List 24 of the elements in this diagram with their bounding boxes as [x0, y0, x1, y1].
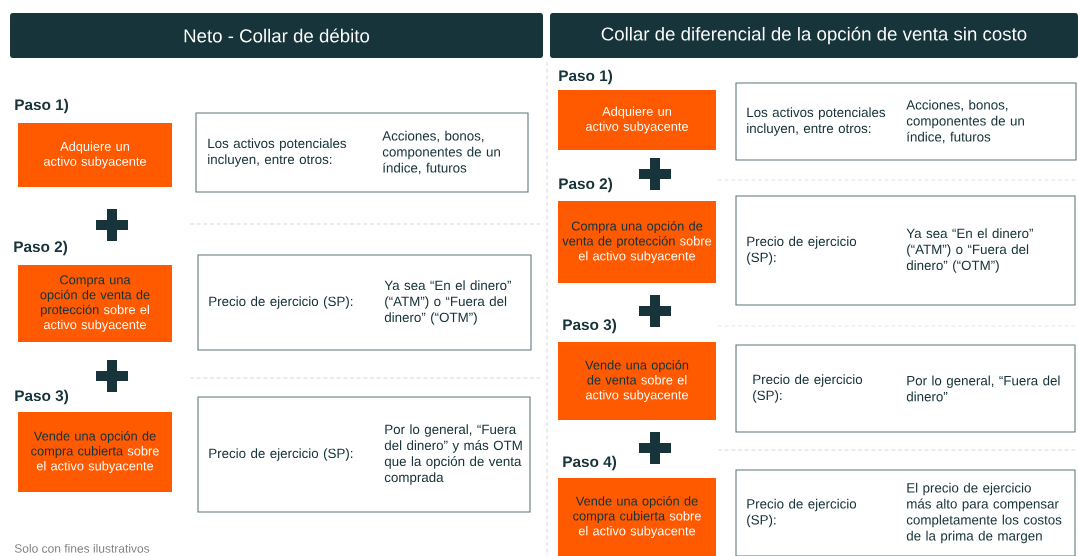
step-heading: Paso 3)	[563, 318, 617, 334]
step-box: Vende una opción de compra cubierta sobre el activo subyacente	[558, 478, 716, 556]
step-heading: Paso 1)	[559, 69, 613, 85]
step-heading: Paso 2)	[559, 177, 613, 193]
footnote: Solo con fines ilustrativos	[14, 543, 150, 553]
step-box: Vende una opción de compra cubierta sobre el activo subyacente	[18, 412, 172, 492]
step-heading: Paso 1)	[15, 98, 69, 114]
info-box: Precio de ejercicio (SP): Ya sea “En el dinero” (“ATM”) o “Fuera del dinero” (“OTM”)	[197, 254, 532, 351]
step-heading: Paso 3)	[15, 389, 69, 405]
step-box: Vende una opción de venta sobre el activo subyacente	[558, 342, 716, 420]
info-box: Precio de ejercicio (SP): Por lo general, “Fuera del dinero”	[735, 344, 1076, 433]
info-box: Precio de ejercicio (SP): Por lo general, “Fuera del dinero” y más OTM que la opción de venta comprada	[197, 396, 531, 513]
step-box: Adquiere un activo subyacente	[18, 123, 172, 187]
step-heading: Paso 2)	[14, 240, 68, 256]
info-box: Precio de ejercicio (SP): El precio de ejercicio más alto para compensar completamente los costos de la prima de margen	[735, 469, 1076, 556]
step-box: Compra una opción de venta de protección sobre el activo subyacente	[18, 265, 172, 342]
header-band: Neto - Collar de débito	[10, 13, 543, 58]
info-box: Los activos potenciales incluyen, entre otros: Acciones, bonos, componentes de un índice, futuros	[195, 112, 529, 193]
step-box: Adquiere un activo subyacente	[558, 90, 716, 150]
header-band: Collar de diferencial de la opción de venta sin costo	[550, 13, 1078, 58]
info-box: Precio de ejercicio (SP): Ya sea “En el dinero” (“ATM”) o “Fuera del dinero” (“OTM”)	[735, 195, 1076, 306]
step-box: Compra una opción de venta de protección sobre el activo subyacente	[558, 201, 716, 283]
info-box: Los activos potenciales incluyen, entre otros: Acciones, bonos, componentes de un índice, futuros	[735, 82, 1077, 161]
step-heading: Paso 4)	[563, 455, 617, 471]
